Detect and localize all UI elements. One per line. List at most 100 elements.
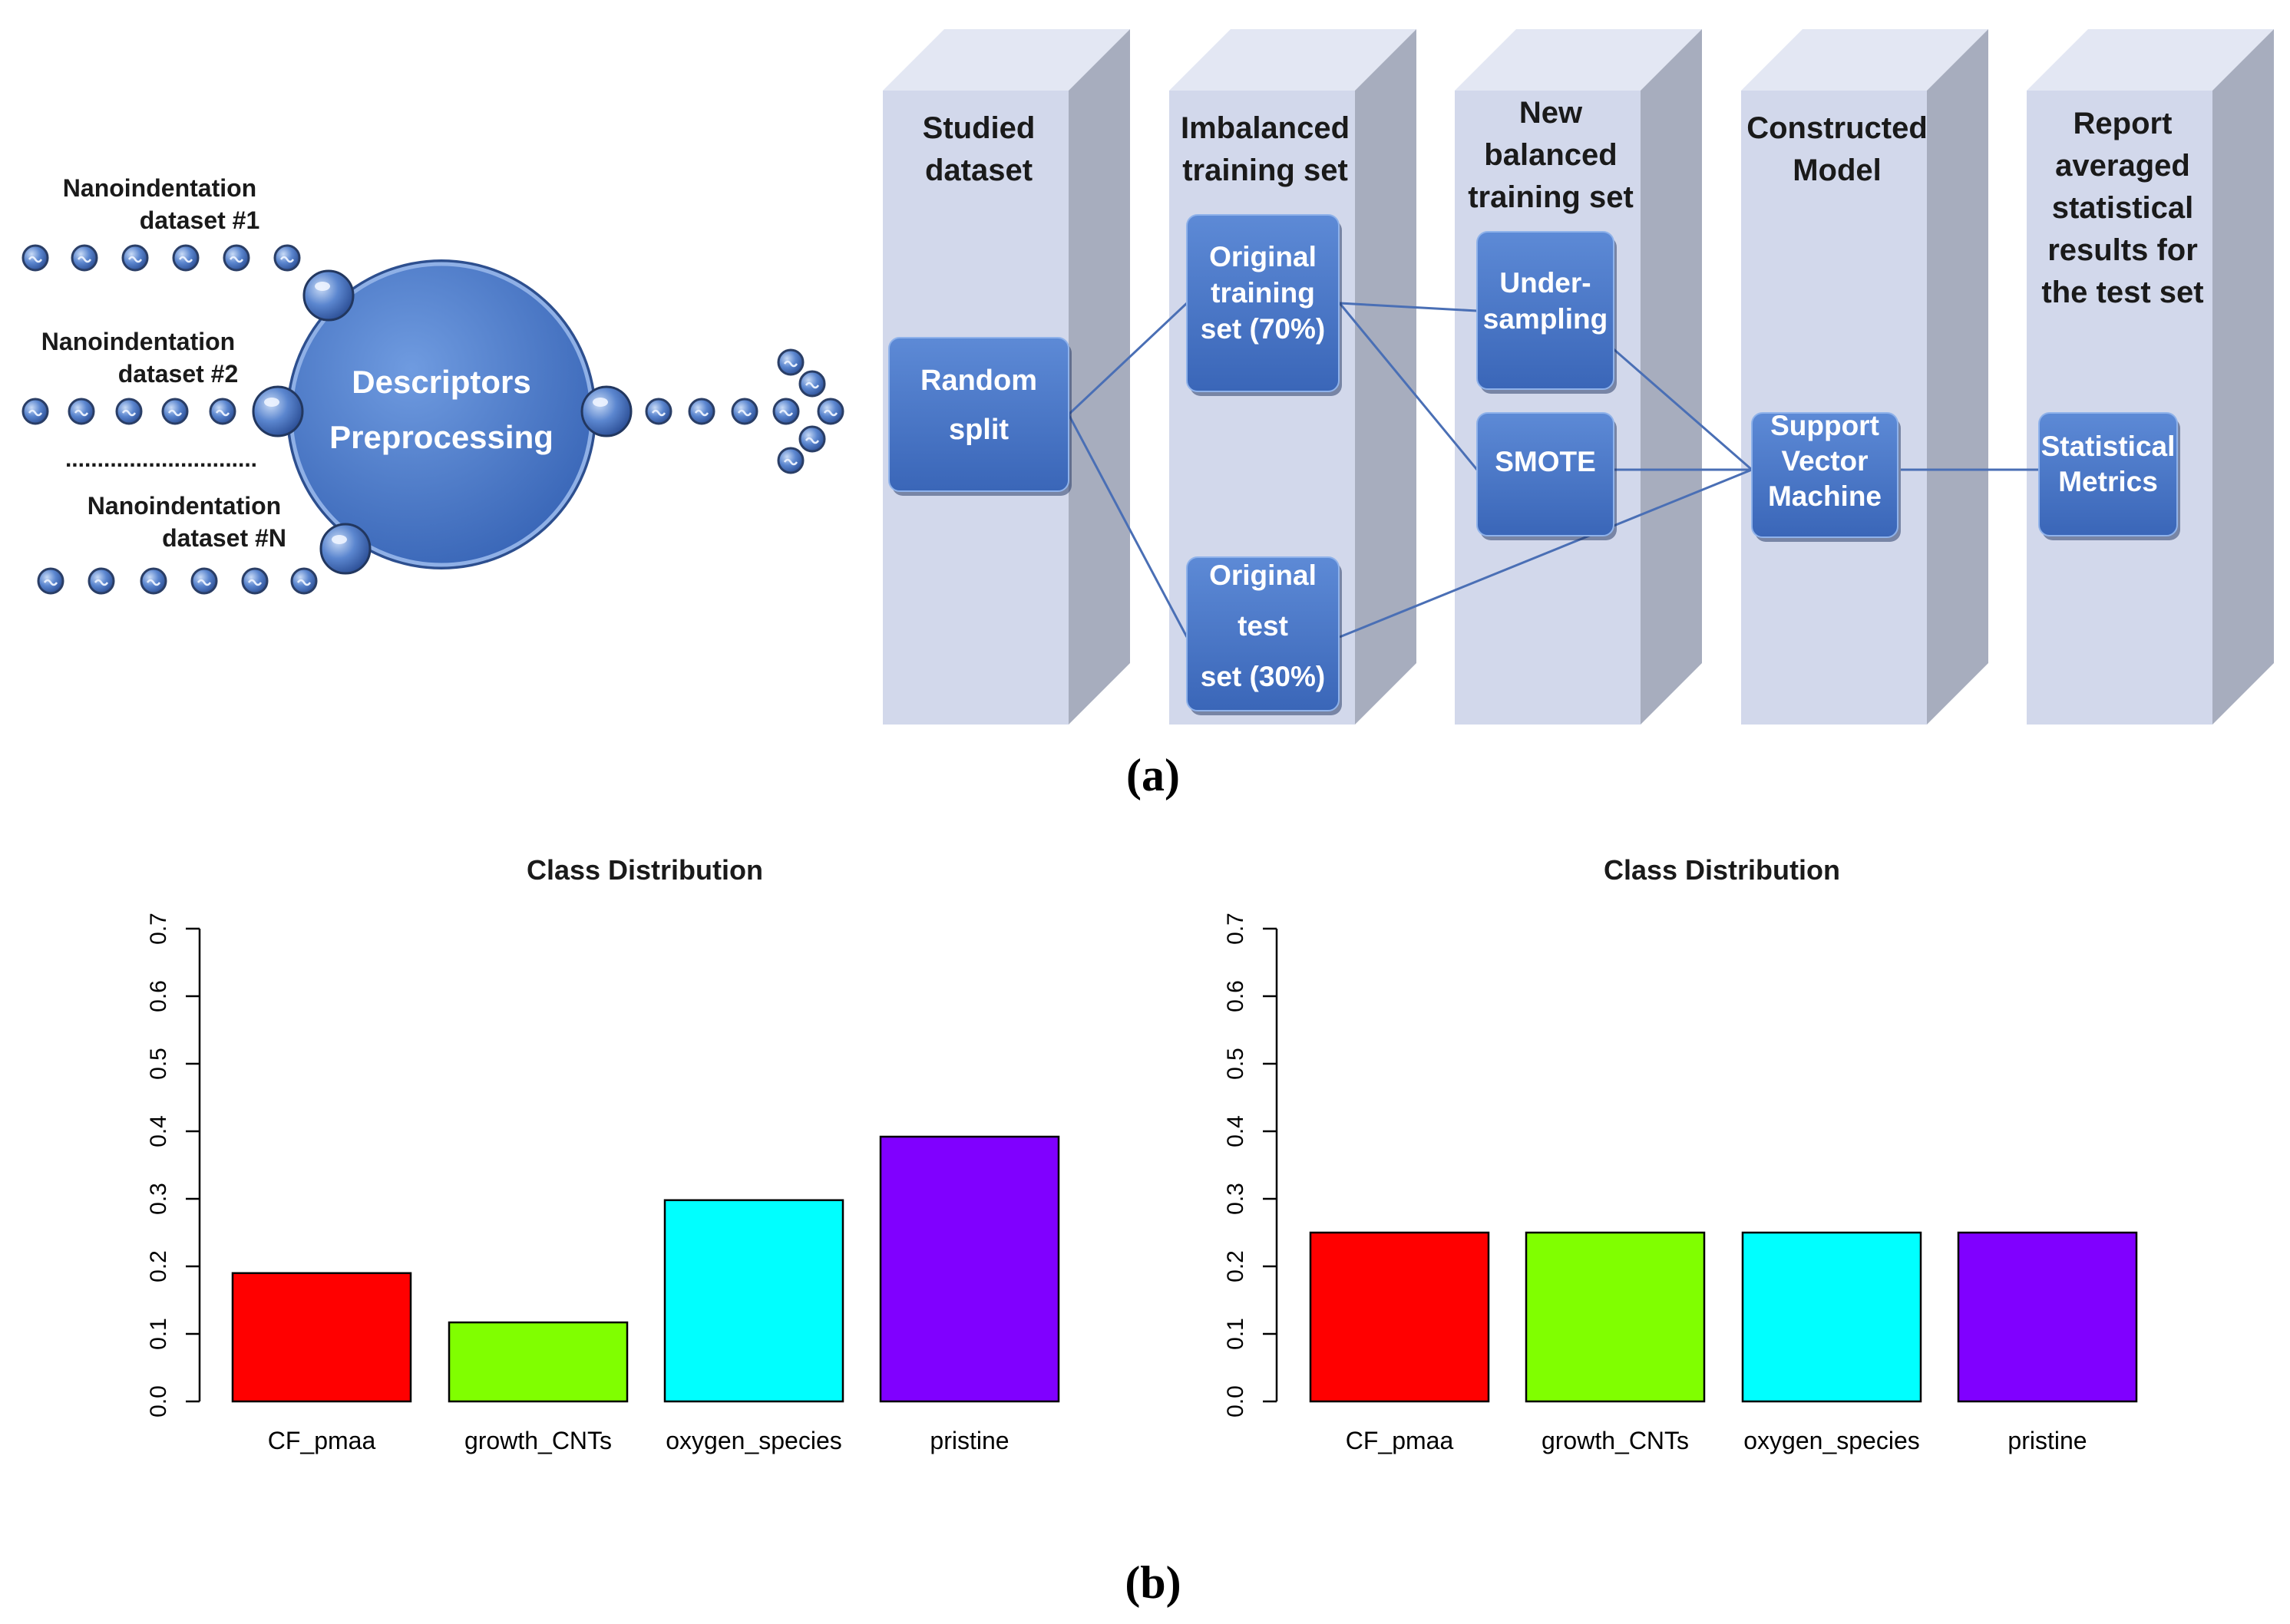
y-tick-label: 0.1 [1223, 1318, 1248, 1350]
dataset-label: dataset #N [162, 524, 286, 552]
arrow-bubble-icon [645, 398, 672, 425]
box-label: split [949, 414, 1009, 446]
data-point-icon [68, 398, 95, 425]
box-label: training [1211, 277, 1315, 309]
y-tick-label: 0.5 [146, 1048, 171, 1080]
connector-line [1338, 302, 1479, 470]
column-header: Studied [923, 111, 1036, 145]
panel-b: Class Distribution 0.0 0.1 0.2 0.3 0.4 0.5 0.6 0… [146, 854, 2138, 1608]
y-tick-label: 0.6 [1223, 980, 1248, 1012]
bar [1957, 1231, 2138, 1403]
hub-label: Preprocessing [329, 419, 553, 455]
y-tick-label: 0.0 [146, 1385, 171, 1418]
data-point-icon [290, 567, 318, 595]
y-tick-label: 0.7 [146, 913, 171, 945]
arrow-bubble-icon [777, 348, 805, 376]
data-point-icon [273, 244, 301, 272]
bar [231, 1272, 412, 1403]
data-point-icon [121, 244, 149, 272]
connector-line [1339, 302, 1478, 312]
column-header: dataset [925, 153, 1033, 187]
connector-bubble-icon [302, 269, 355, 322]
arrow-bubble-icon [731, 398, 758, 425]
data-point-icon [21, 244, 49, 272]
data-point-icon [161, 398, 189, 425]
flow-connectors [1067, 302, 2039, 639]
y-tick-label: 0.4 [1223, 1115, 1248, 1147]
column-header: New [1519, 96, 1583, 130]
x-tick-label: CF_pmaa [268, 1427, 376, 1454]
x-tick-label: pristine [930, 1427, 1009, 1454]
dataset-label: Nanoindentation [41, 328, 235, 355]
connector-line [1067, 414, 1188, 638]
connector-bubble-icon [580, 385, 633, 437]
box-label: Statistical [2041, 431, 2176, 462]
x-tick-label: oxygen_species [666, 1427, 841, 1454]
data-point-icon [37, 567, 64, 595]
arrow-bubble-icon [777, 447, 805, 474]
dataset-label: Nanoindentation [63, 174, 256, 202]
y-tick-label: 0.7 [1223, 913, 1248, 945]
connector-bubble-icon [252, 385, 304, 437]
bar [448, 1321, 629, 1403]
arrow-bubble-icon [798, 370, 826, 398]
box-label: SMOTE [1495, 446, 1596, 477]
x-tick-label: CF_pmaa [1346, 1427, 1454, 1454]
data-point-icon [115, 398, 143, 425]
connector-line [1339, 468, 1753, 639]
box-label: sampling [1483, 303, 1608, 335]
y-tick-label: 0.6 [146, 980, 171, 1012]
y-tick-label: 0.4 [146, 1115, 171, 1147]
arrow-bubble-icon [817, 398, 844, 425]
box-label: set (30%) [1201, 661, 1325, 692]
column-header: training set [1468, 180, 1634, 214]
data-point-icon [223, 244, 250, 272]
column-header: results for [2047, 233, 2198, 267]
y-tick-label: 0.1 [146, 1318, 171, 1350]
bar [663, 1199, 844, 1403]
data-point-icon [21, 398, 49, 425]
box-label: Machine [1768, 480, 1882, 512]
connector-line [1067, 302, 1188, 416]
data-point-icon [88, 567, 115, 595]
panel-b-caption: (b) [1125, 1557, 1181, 1608]
x-tick-label: growth_CNTs [464, 1427, 612, 1454]
chart-title: Class Distribution [527, 854, 763, 886]
bar [1741, 1231, 1922, 1403]
box-label: Original [1209, 559, 1317, 591]
data-point-icon [190, 567, 218, 595]
chart-title: Class Distribution [1604, 854, 1840, 886]
original-test-box: Original test set (30%) [1186, 556, 1342, 715]
arrow-bubble-icon [772, 398, 800, 425]
y-tick-label: 0.2 [1223, 1250, 1248, 1282]
y-tick-label: 0.2 [146, 1250, 171, 1282]
data-point-icon [209, 398, 236, 425]
y-tick-label: 0.5 [1223, 1048, 1248, 1080]
hub-label: Descriptors [352, 364, 530, 400]
smote-box: SMOTE [1476, 412, 1617, 540]
box-label: set (70%) [1201, 313, 1325, 345]
y-tick-label: 0.3 [146, 1183, 171, 1215]
column-header: Report [2074, 107, 2173, 140]
x-tick-label: growth_CNTs [1542, 1427, 1689, 1454]
column-header: averaged [2055, 149, 2190, 183]
column-header: the test set [2041, 276, 2203, 309]
data-point-icon [241, 567, 269, 595]
y-tick-label: 0.0 [1223, 1385, 1248, 1418]
box-label: test [1238, 610, 1288, 642]
column-header: Constructed [1746, 111, 1928, 145]
data-point-icon [172, 244, 200, 272]
column-header: Imbalanced [1181, 111, 1350, 145]
box-label: Under- [1499, 267, 1591, 299]
connector-line [1613, 348, 1753, 471]
